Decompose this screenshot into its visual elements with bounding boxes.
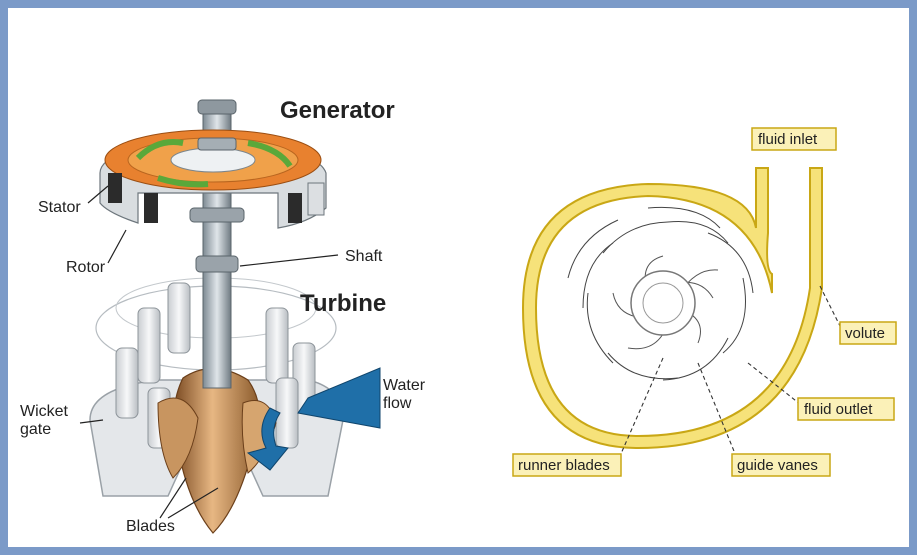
tag-fluid-outlet: fluid outlet xyxy=(797,397,895,421)
label-blades: Blades xyxy=(126,518,175,535)
tag-runner-blades: runner blades xyxy=(512,453,622,477)
label-guide-vanes: guide vanes xyxy=(737,457,818,474)
dashed-leaders xyxy=(619,285,841,457)
label-water: Water xyxy=(383,377,426,394)
tag-guide-vanes: guide vanes xyxy=(731,453,831,477)
label-volute: volute xyxy=(845,325,885,342)
volute-casing xyxy=(521,167,823,450)
generator-unit xyxy=(99,129,327,229)
label-stator: Stator xyxy=(38,199,81,216)
diagram-canvas: Generator Turbine Stator Rotor Shaft Wat… xyxy=(20,97,897,535)
label-flow: flow xyxy=(383,395,412,412)
water-flow-arrow xyxy=(246,367,381,471)
leader-lines xyxy=(79,185,339,519)
label-fluid-outlet: fluid outlet xyxy=(804,401,873,418)
label-fluid-inlet: fluid inlet xyxy=(758,131,818,148)
guide-vane-cylinders xyxy=(115,282,316,449)
guide-vane-lines xyxy=(567,206,754,381)
volute-cross-section: fluid inlet volute fluid outlet runner b… xyxy=(512,127,897,477)
hydro-generator-illustration: Generator Turbine Stator Rotor Shaft Wat… xyxy=(20,97,426,535)
label-generator: Generator xyxy=(280,97,395,124)
diagram-frame: Generator Turbine Stator Rotor Shaft Wat… xyxy=(8,8,909,547)
label-gate: gate xyxy=(20,421,51,438)
tag-fluid-inlet: fluid inlet xyxy=(751,127,837,151)
label-runner-blades: runner blades xyxy=(518,457,610,474)
label-wicket: Wicket xyxy=(20,403,69,420)
label-shaft: Shaft xyxy=(345,248,383,265)
tag-volute: volute xyxy=(839,321,897,345)
label-rotor: Rotor xyxy=(66,259,106,276)
label-turbine: Turbine xyxy=(300,290,386,317)
